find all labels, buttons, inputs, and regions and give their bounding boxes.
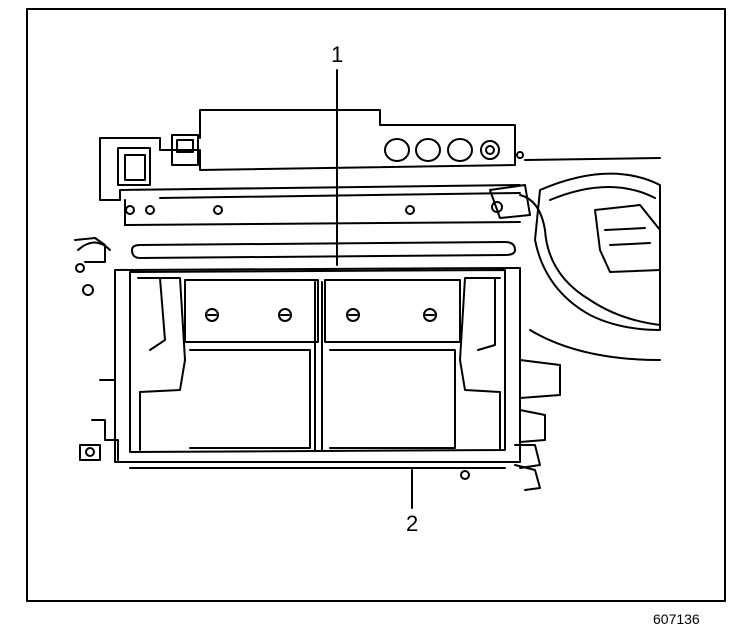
left-bracket <box>79 379 119 461</box>
filter-door-cover <box>114 267 521 480</box>
diagram-border <box>26 8 726 602</box>
left-linkage <box>74 237 111 296</box>
callout-1-label: 1 <box>331 42 344 67</box>
upper-housing <box>99 109 524 259</box>
figure-id-label: 607136 <box>653 611 700 627</box>
callout-2-label: 2 <box>406 511 419 536</box>
blower-housing <box>489 157 661 491</box>
